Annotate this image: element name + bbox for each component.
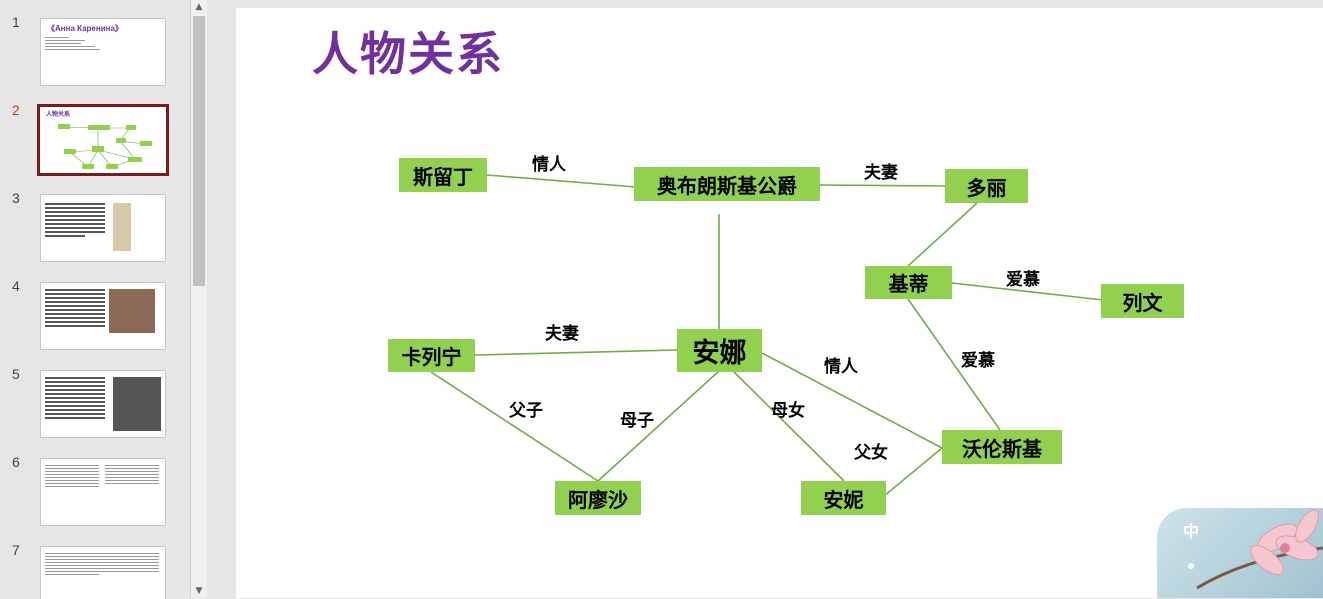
slide-thumbnail-3[interactable]	[40, 194, 166, 262]
thumbnail-text-lines	[45, 203, 105, 239]
slide-canvas[interactable]: 人物关系 斯留丁 奥布朗斯基公爵 多丽 基蒂 列文 卡列宁 安娜 沃伦斯基 阿廖…	[236, 8, 1323, 598]
person-node-siliuding[interactable]: 斯留丁	[399, 158, 487, 192]
edge-label-father-son[interactable]: 父子	[509, 401, 543, 421]
decorative-corner-image: 中	[1157, 508, 1323, 598]
slide-thumbnail-6[interactable]	[40, 458, 166, 526]
thumbnail-text-lines	[105, 465, 159, 486]
edge-line	[474, 349, 678, 356]
slide-thumbnail-5[interactable]	[40, 370, 166, 438]
slide-thumbnail-7[interactable]	[40, 546, 166, 599]
slide-thumbnail-1[interactable]: 《Анна Каренина》	[40, 18, 166, 86]
slide-number: 3	[12, 190, 20, 206]
person-node-vronsky[interactable]: 沃伦斯基	[942, 430, 1062, 464]
cherry-blossom-icon	[1188, 509, 1323, 590]
person-node-levin[interactable]: 列文	[1101, 284, 1184, 318]
thumbnail-text-lines	[97, 553, 159, 574]
edge-line	[907, 202, 978, 267]
relationship-lines	[430, 174, 1104, 497]
decoration-glyph: 中	[1183, 522, 1200, 541]
edge-label-spouses[interactable]: 夫妻	[545, 324, 579, 344]
slide-thumbnail-pane: 1 《Анна Каренина》 2 人物关系 3 4	[0, 0, 190, 599]
slide-thumbnail-2[interactable]: 人物关系	[37, 104, 169, 176]
edge-line	[486, 174, 637, 188]
thumbnail-text-lines	[45, 553, 99, 577]
edge-label-mother-daughter[interactable]: 母女	[771, 401, 805, 421]
person-node-oblonsky[interactable]: 奥布朗斯基公爵	[634, 167, 820, 201]
slide-number: 4	[12, 278, 20, 294]
scroll-up-arrow-icon[interactable]: ▲	[195, 2, 203, 12]
thumbnail-text-lines	[45, 465, 99, 489]
thumbnail-title: 人物关系	[46, 112, 71, 118]
thumbnail-text-lines	[45, 377, 105, 421]
edge-line	[597, 370, 720, 482]
thumbnail-title: 《Анна Каренина》	[47, 24, 123, 33]
slide-number: 2	[12, 102, 20, 118]
slide-number: 6	[12, 454, 20, 470]
edge-line	[761, 352, 943, 449]
slide-number: 5	[12, 366, 20, 382]
edge-line	[951, 282, 1104, 301]
edge-line	[732, 370, 845, 482]
slide-title[interactable]: 人物关系	[312, 27, 504, 81]
thumbnail-image	[113, 203, 131, 251]
person-node-alyosha[interactable]: 阿廖沙	[555, 481, 641, 515]
slide-thumbnail-4[interactable]	[40, 282, 166, 350]
thumbnail-text-lines	[45, 289, 105, 329]
thumbnail-image	[109, 289, 155, 333]
thumbnail-scrollbar[interactable]: ▲ ▼	[190, 0, 207, 598]
slide-number: 7	[12, 542, 20, 558]
edge-label-lovers[interactable]: 情人	[532, 155, 566, 175]
person-node-anna[interactable]: 安娜	[677, 329, 762, 372]
thumbnail-text-lines	[45, 37, 105, 52]
edge-label-admire[interactable]: 爱慕	[1006, 270, 1040, 290]
edge-line	[819, 184, 947, 187]
edge-line	[907, 298, 1001, 431]
edge-label-lovers[interactable]: 情人	[824, 357, 858, 377]
person-node-karenin[interactable]: 卡列宁	[388, 339, 475, 372]
edge-label-father-daughter[interactable]: 父女	[854, 443, 888, 463]
edge-label-mother-son[interactable]: 母子	[620, 411, 654, 431]
thumbnail-graph-preview	[58, 124, 152, 169]
thumbnail-image	[113, 377, 161, 431]
edge-label-admire[interactable]: 爱慕	[961, 351, 995, 371]
edge-label-spouses[interactable]: 夫妻	[864, 163, 898, 183]
edge-line	[883, 447, 943, 497]
slide-number: 1	[12, 14, 20, 30]
scroll-down-arrow-icon[interactable]: ▼	[195, 586, 203, 596]
person-node-kitty[interactable]: 基蒂	[865, 266, 952, 299]
scrollbar-thumb[interactable]	[193, 16, 205, 286]
person-node-annie[interactable]: 安妮	[801, 481, 886, 515]
person-node-dolly[interactable]: 多丽	[945, 169, 1028, 203]
edge-line	[430, 371, 599, 482]
